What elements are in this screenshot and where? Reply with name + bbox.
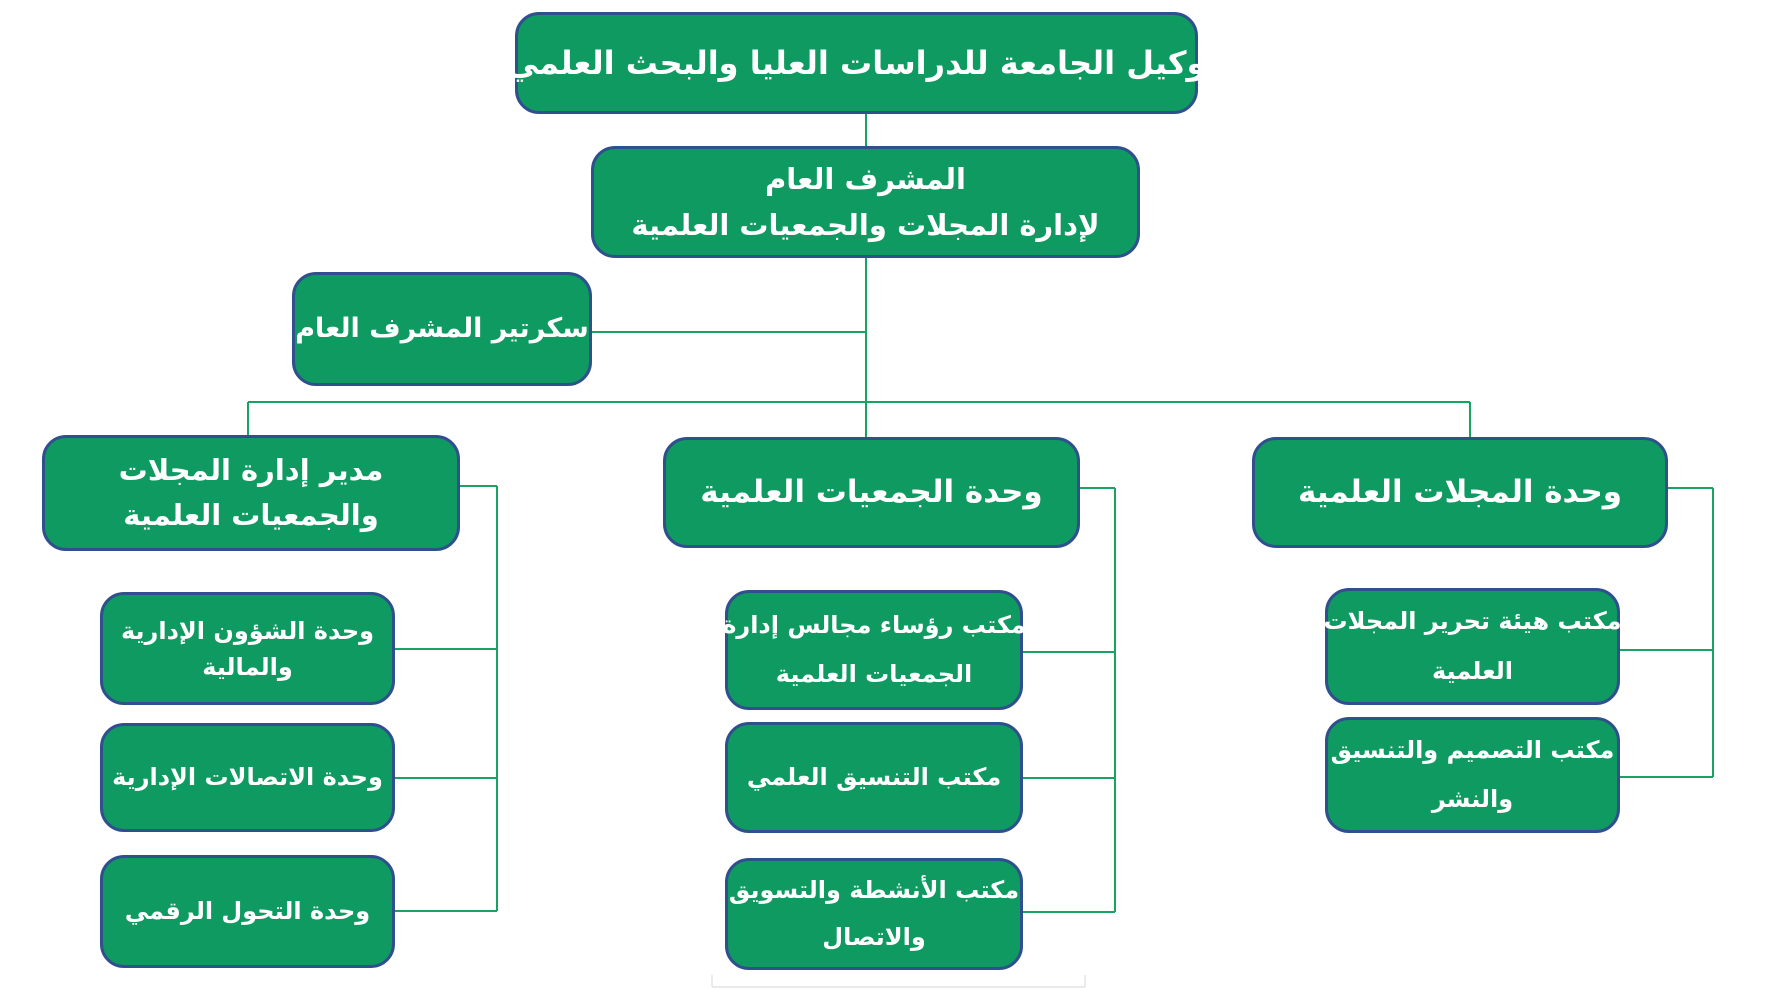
node-label: لإدارة المجلات والجمعيات العلمية [631, 208, 1100, 242]
node-label: مكتب هيئة تحرير المجلات [1323, 607, 1622, 636]
org-node-scientific-societies-unit: وحدة الجمعيات العلمية [663, 437, 1080, 548]
node-label: وحدة التحول الرقمي [124, 897, 371, 926]
node-label: مكتب التصميم والتنسيق [1330, 735, 1615, 764]
node-label: وحدة الشؤون الإدارية [120, 616, 375, 645]
node-label: مكتب رؤساء مجالس إدارة [722, 610, 1026, 639]
org-node-digital-transformation-unit: وحدة التحول الرقمي [100, 855, 395, 968]
org-node-scientific-journals-unit: وحدة المجلات العلمية [1252, 437, 1668, 548]
node-label: مدير إدارة المجلات [118, 453, 384, 488]
node-label: وحدة المجلات العلمية [1297, 474, 1623, 511]
node-label: والجمعيات العلمية [123, 498, 379, 532]
org-node-design-publishing-office: مكتب التصميم والتنسيق والنشر [1325, 717, 1620, 833]
org-node-admin-financial-affairs-unit: وحدة الشؤون الإدارية والمالية [100, 592, 395, 705]
org-node-administration-director: مدير إدارة المجلات والجمعيات العلمية [42, 435, 460, 551]
org-node-supervisor-secretary: سكرتير المشرف العام [292, 272, 592, 386]
node-label: وكيل الجامعة للدراسات العليا والبحث العل… [506, 43, 1207, 82]
node-label: مكتب الأنشطة والتسويق [728, 876, 1020, 905]
node-label: وحدة الجمعيات العلمية [700, 474, 1043, 511]
org-node-general-supervisor: المشرف العام لإدارة المجلات والجمعيات ال… [591, 146, 1140, 258]
node-label: والمالية [202, 652, 293, 681]
node-label: المشرف العام [765, 161, 966, 196]
org-node-admin-communications-unit: وحدة الاتصالات الإدارية [100, 723, 395, 832]
node-label: سكرتير المشرف العام [295, 313, 589, 345]
org-node-scientific-coordination-office: مكتب التنسيق العلمي [725, 722, 1023, 833]
node-label: الجمعيات العلمية [775, 660, 973, 688]
org-node-activities-marketing-office: مكتب الأنشطة والتسويق والاتصال [725, 858, 1023, 970]
org-node-society-boards-office: مكتب رؤساء مجالس إدارة الجمعيات العلمية [722, 590, 1026, 710]
node-label: مكتب التنسيق العلمي [746, 763, 1002, 792]
node-label: العلمية [1431, 656, 1514, 685]
node-label: وحدة الاتصالات الإدارية [112, 763, 383, 792]
org-node-editorial-board-office: مكتب هيئة تحرير المجلات العلمية [1323, 588, 1622, 705]
node-label: والاتصال [822, 923, 926, 951]
org-node-vice-rector: وكيل الجامعة للدراسات العليا والبحث العل… [507, 12, 1206, 114]
node-label: والنشر [1431, 785, 1514, 813]
